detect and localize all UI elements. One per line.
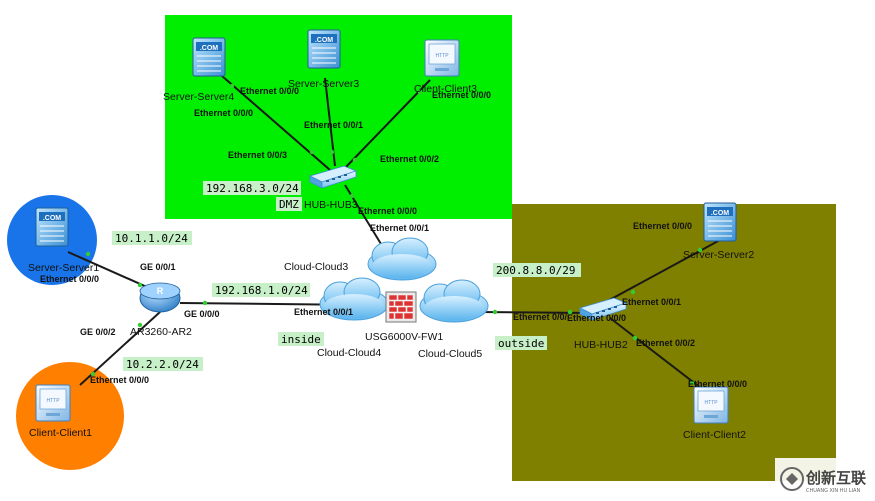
- watermark-en: CHUANG XIN HU LIAN: [806, 488, 860, 494]
- dmz-zone-label: DMZ: [279, 198, 299, 211]
- server1-tag: .COM: [43, 215, 61, 222]
- client2-port-label: Ethernet 0/0/0: [688, 379, 747, 389]
- server4-port-label: Ethernet 0/0/0: [240, 86, 299, 96]
- server2-tag: .COM: [711, 210, 729, 217]
- hub3-p1-label: Ethernet 0/0/1: [304, 120, 363, 130]
- dmz-network-label: 192.168.3.0/24: [206, 182, 299, 195]
- hub2-label: HUB-HUB2: [574, 339, 628, 351]
- ar2-g2-label: GE 0/0/2: [80, 327, 116, 337]
- ar2-g0-label: GE 0/0/0: [184, 309, 220, 319]
- hub3-p2-label: Ethernet 0/0/2: [380, 154, 439, 164]
- hub3-label: HUB-HUB3: [304, 199, 358, 211]
- server1-label: Server-Server1: [28, 262, 99, 274]
- outside-network-label: 200.8.8.0/29: [496, 264, 575, 277]
- outside-zone-label: outside: [498, 337, 544, 350]
- hub2-p2-label: Ethernet 0/0/2: [636, 338, 695, 348]
- client2-tag: HTTP: [704, 400, 718, 406]
- client1-port-label: Ethernet 0/0/0: [90, 375, 149, 385]
- cloud5-icon[interactable]: [419, 279, 489, 323]
- client1-tag: HTTP: [46, 398, 60, 404]
- hub2-p0-label: Ethernet 0/0/0: [567, 313, 626, 323]
- server4-tag: .COM: [200, 45, 218, 52]
- server1-port-label: Ethernet 0/0/0: [40, 274, 99, 284]
- client3-label: Client-Client3: [414, 83, 477, 95]
- server2-port-label: Ethernet 0/0/0: [633, 221, 692, 231]
- server3-label: Server-Server3: [288, 78, 359, 90]
- hub3-p0-label: Ethernet 0/0/0: [194, 108, 253, 118]
- server3-tag: .COM: [315, 37, 333, 44]
- cloud4-label: Cloud-Cloud4: [317, 347, 381, 359]
- client1-icon[interactable]: HTTP: [35, 384, 71, 422]
- hub3-p3-label: Ethernet 0/0/3: [228, 150, 287, 160]
- router-ar2-icon[interactable]: R: [139, 282, 181, 313]
- client2-icon[interactable]: HTTP: [693, 386, 729, 424]
- server2-icon[interactable]: .COM: [703, 202, 737, 242]
- firewall-fw1-label: USG6000V-FW1: [365, 331, 443, 343]
- router-ar2-label: AR3260-AR2: [130, 326, 192, 338]
- cloud3-label: Cloud-Cloud3: [284, 261, 348, 273]
- inside-zone-label: inside: [281, 333, 321, 346]
- watermark: 创新互联 CHUANG XIN HU LIAN: [775, 458, 875, 501]
- cloud5-label: Cloud-Cloud5: [418, 348, 482, 360]
- hub3-uplink-label: Ethernet 0/0/0: [358, 206, 417, 216]
- server4-icon[interactable]: .COM: [192, 37, 226, 77]
- outside-zone: [512, 204, 836, 481]
- server2-label: Server-Server2: [683, 249, 754, 261]
- cloud5-port-label: Ethernet 0/0/: [513, 312, 568, 322]
- cloud3-icon[interactable]: [367, 237, 437, 281]
- client3-icon[interactable]: HTTP: [424, 39, 460, 77]
- hub2-p1-label: Ethernet 0/0/1: [622, 297, 681, 307]
- net2-label: 10.2.2.0/24: [126, 358, 199, 371]
- firewall-fw1-icon[interactable]: [385, 291, 417, 323]
- client2-label: Client-Client2: [683, 429, 746, 441]
- client1-label: Client-Client1: [29, 427, 92, 439]
- client3-port-label: Ethernet 0/0/0: [432, 90, 491, 100]
- server1-icon[interactable]: .COM: [35, 207, 69, 247]
- watermark-cn: 创新互联: [805, 469, 867, 487]
- client3-tag: HTTP: [435, 53, 449, 59]
- router-tag: R: [157, 286, 164, 296]
- inside-network-label: 192.168.1.0/24: [215, 284, 308, 297]
- server4-label: Server-Server4: [163, 91, 234, 103]
- ar2-g1-label: GE 0/0/1: [140, 262, 176, 272]
- cloud3-port-label: Ethernet 0/0/1: [370, 223, 429, 233]
- cloud4-port-label: Ethernet 0/0/1: [294, 307, 353, 317]
- server3-icon[interactable]: .COM: [307, 29, 341, 69]
- net1-label: 10.1.1.0/24: [115, 232, 188, 245]
